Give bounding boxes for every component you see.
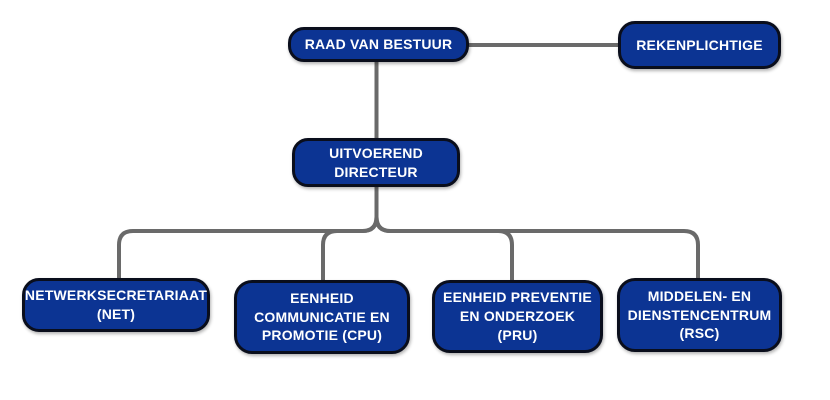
node-raad-van-bestuur: RAAD VAN BESTUUR <box>288 27 469 62</box>
node-eenheid-communicatie-promotie-cpu: EENHEID COMMUNICATIE EN PROMOTIE (CPU) <box>234 280 410 354</box>
edge-director-rsc <box>374 187 700 278</box>
node-rekenplichtige: REKENPLICHTIGE <box>618 21 781 69</box>
node-uitvoerend-directeur: UITVOEREND DIRECTEUR <box>292 138 460 187</box>
node-label: REKENPLICHTIGE <box>636 36 763 53</box>
node-eenheid-preventie-onderzoek-pru: EENHEID PREVENTIE EN ONDERZOEK (PRU) <box>432 280 603 353</box>
node-label: NETWERKSECRETARIAAT (NET) <box>24 287 208 322</box>
edge-director-pru <box>374 187 514 280</box>
node-label: UITVOEREND DIRECTEUR <box>329 144 423 180</box>
node-label: MIDDELEN- EN DIENSTENCENTRUM (RSC) <box>627 287 772 342</box>
node-label: RAAD VAN BESTUUR <box>304 36 453 53</box>
node-label: EENHEID COMMUNICATIE EN PROMOTIE (CPU) <box>254 289 390 344</box>
edge-director-cpu <box>321 187 379 280</box>
node-middelen-dienstencentrum-rsc: MIDDELEN- EN DIENSTENCENTRUM (RSC) <box>617 278 782 352</box>
node-label: EENHEID PREVENTIE EN ONDERZOEK (PRU) <box>443 289 592 343</box>
node-netwerksecretariaat-net: NETWERKSECRETARIAAT (NET) <box>22 278 210 332</box>
